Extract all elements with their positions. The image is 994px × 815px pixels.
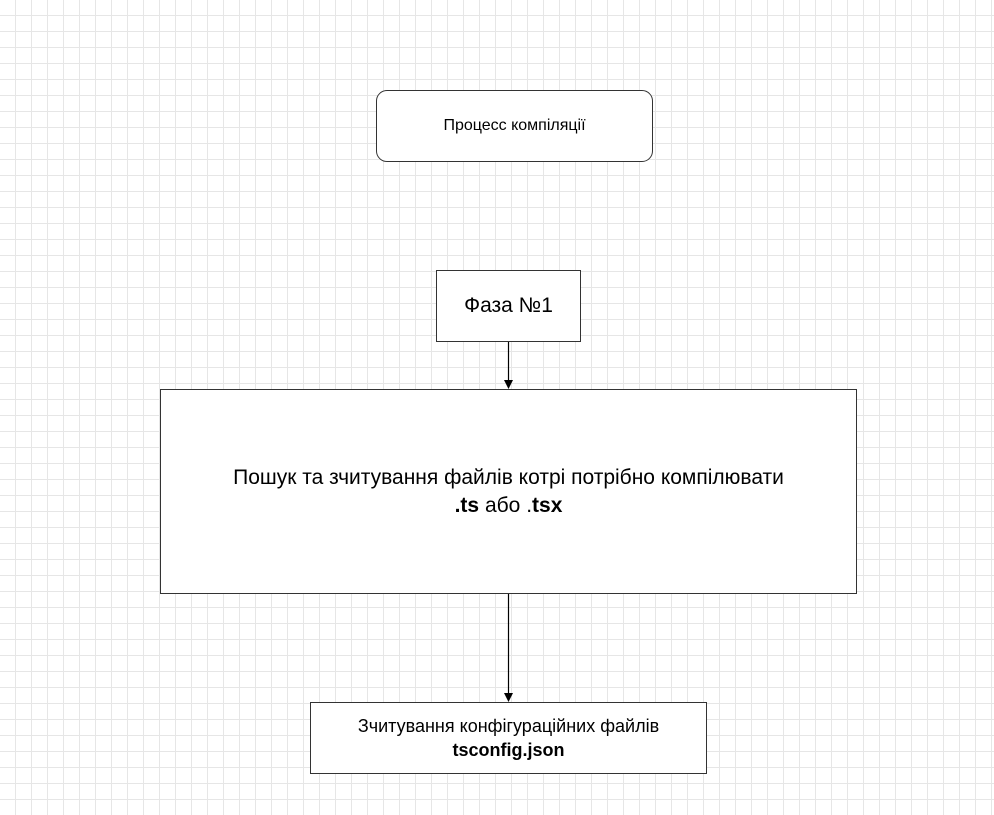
- tsconfig-filename: tsconfig.json: [452, 740, 565, 760]
- edge-phase-to-search: [504, 342, 513, 389]
- tsx-extension: .tsx: [526, 493, 563, 517]
- edge-search-to-config: [504, 594, 513, 702]
- conjunction: або: [484, 493, 521, 517]
- search-files-node[interactable]: Пошук та зчитування файлів котрі потрібн…: [160, 389, 857, 594]
- arrowhead-icon: [504, 693, 513, 702]
- phase-label: Фаза №1: [464, 294, 553, 317]
- process-title-node[interactable]: Процесс компіляції: [376, 90, 653, 162]
- phase-node[interactable]: Фаза №1: [436, 270, 581, 342]
- ts-extension: .ts: [454, 493, 480, 517]
- file-extensions-line: .ts або .tsx: [455, 492, 563, 520]
- process-title-label: Процесс компіляції: [443, 117, 586, 134]
- search-files-label: Пошук та зчитування файлів котрі потрібн…: [233, 465, 784, 489]
- read-config-node[interactable]: Зчитування конфігураційних файлів tsconf…: [310, 702, 707, 774]
- arrowhead-icon: [504, 380, 513, 389]
- read-config-label: Зчитування конфігураційних файлів: [357, 716, 660, 736]
